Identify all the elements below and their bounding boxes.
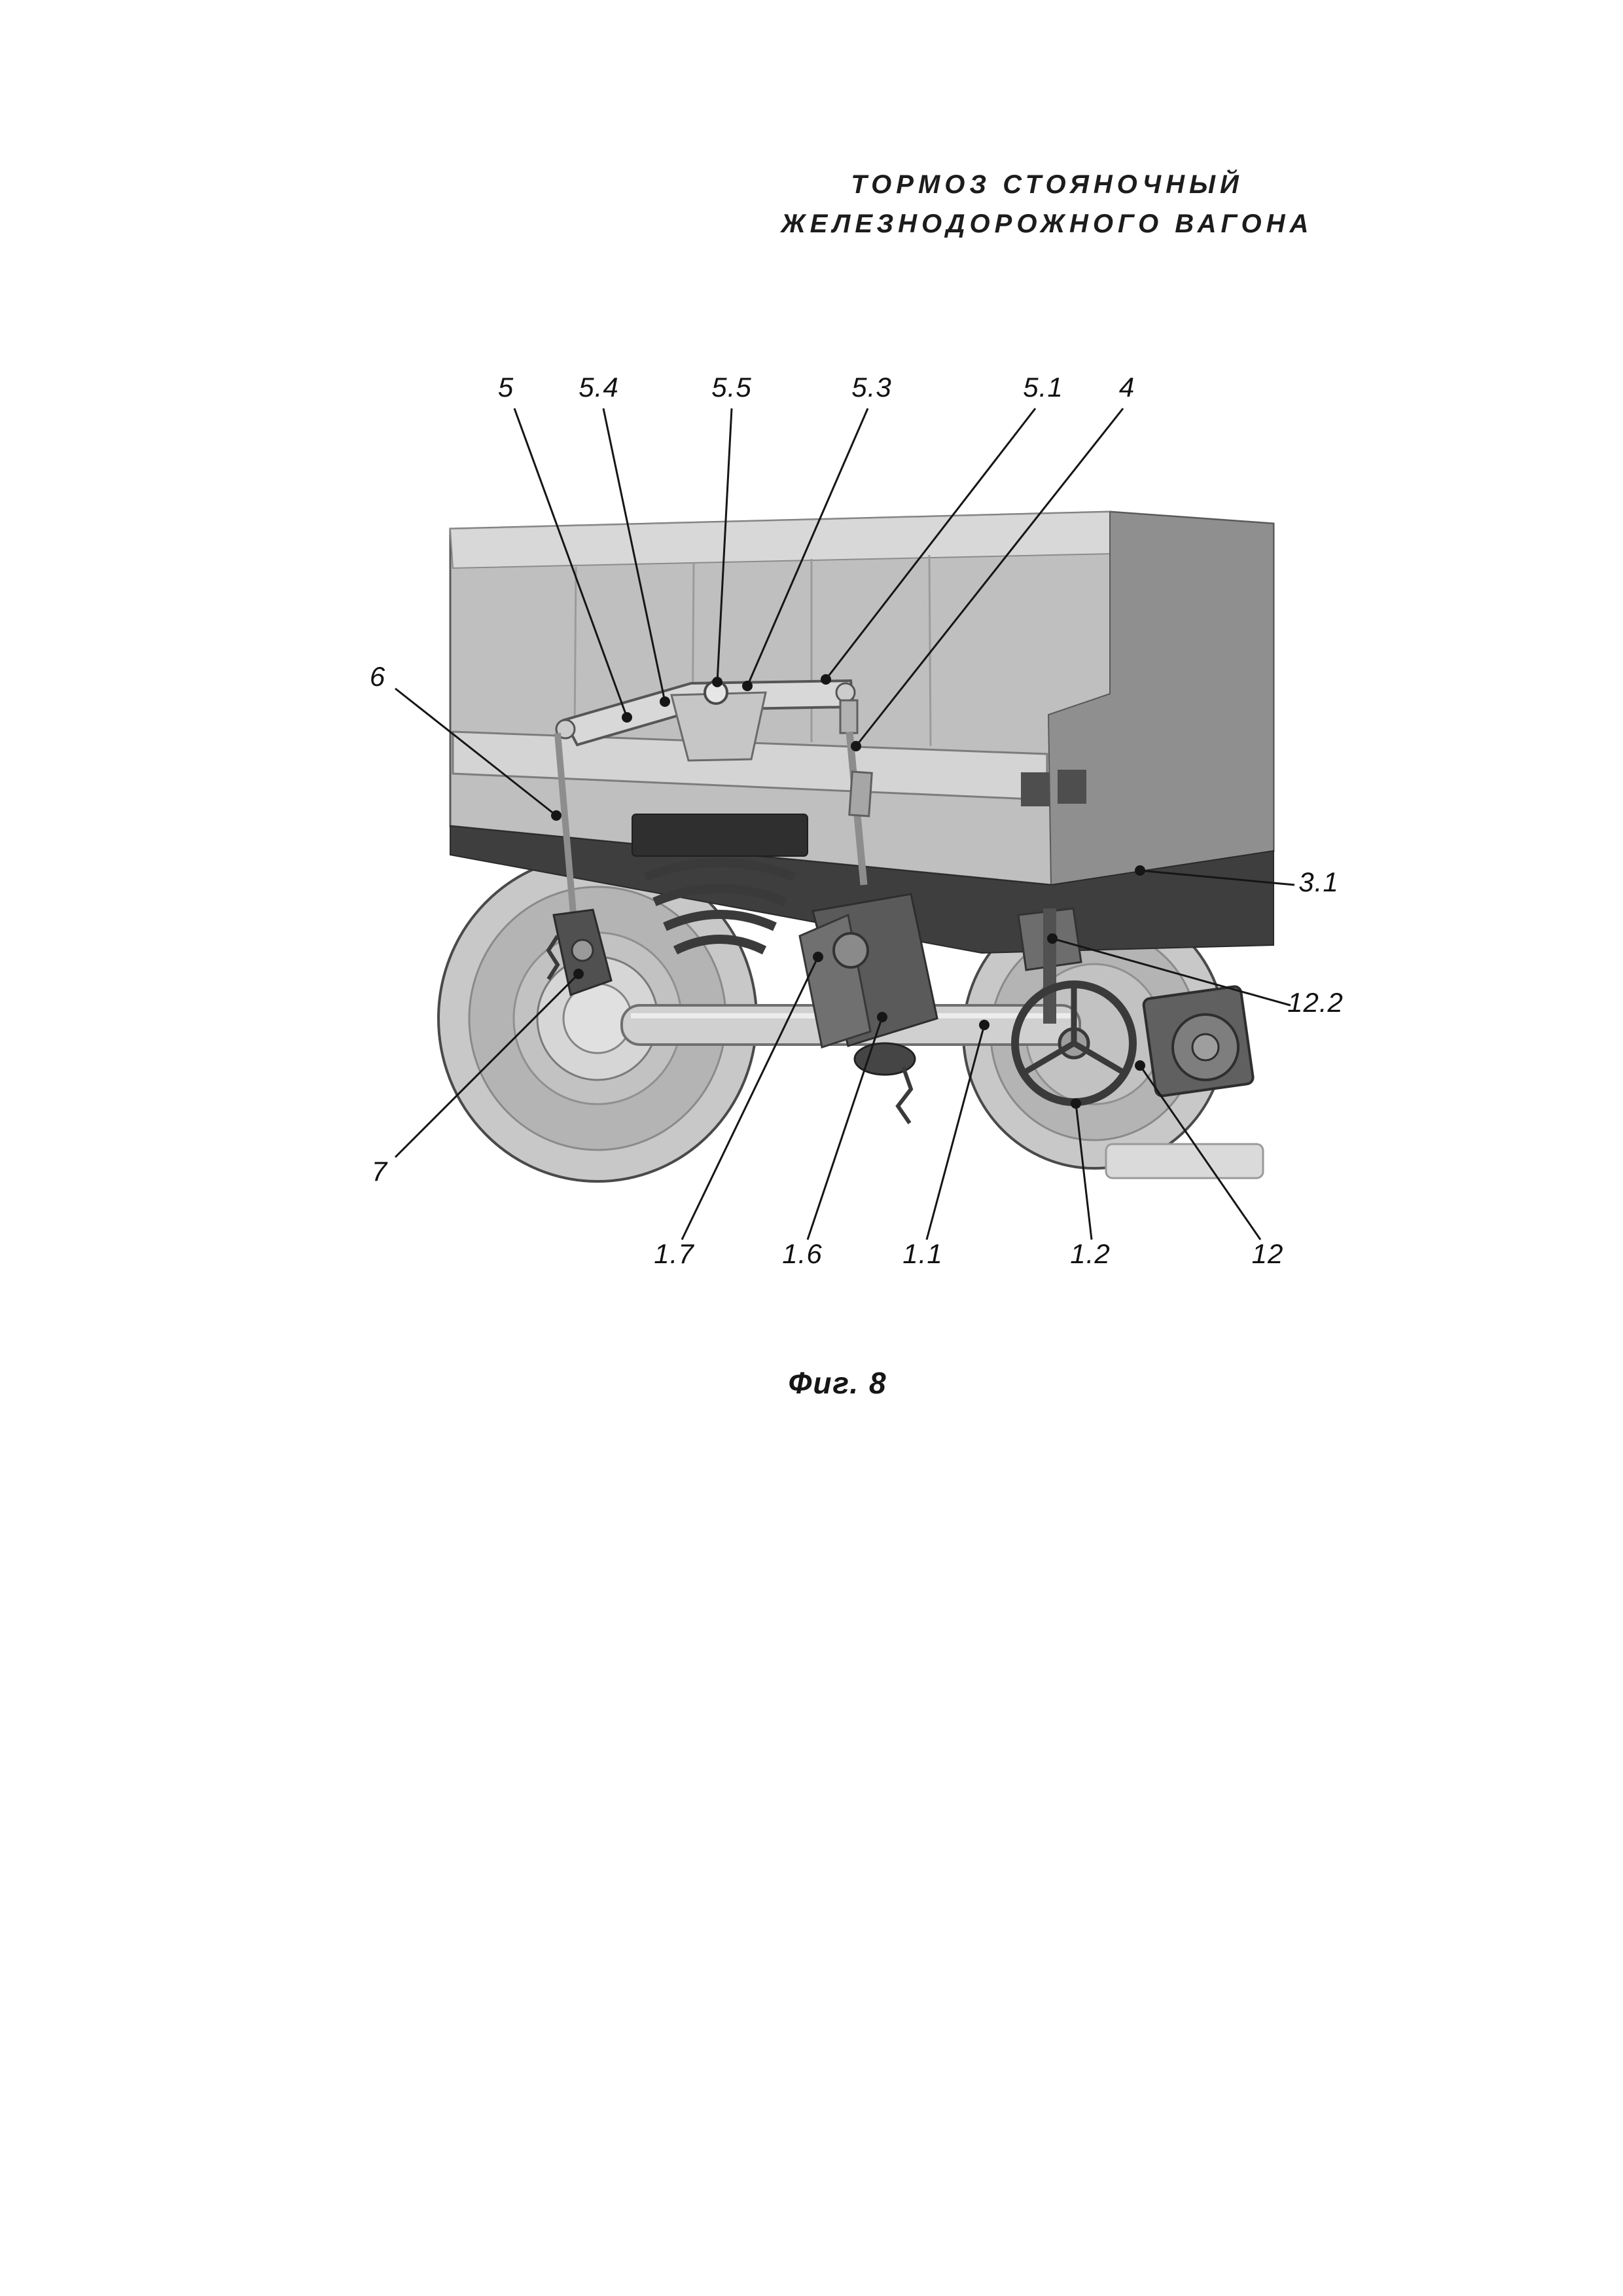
- rail: [1105, 1143, 1264, 1179]
- wagon-body: [449, 511, 1275, 954]
- leader-7: [394, 973, 580, 1158]
- left-brake-lever: [546, 908, 613, 996]
- document-title: ТОРМОЗ СТОЯНОЧНЫЙ ЖЕЛЕЗНОДОРОЖНОГО ВАГОН…: [589, 165, 1505, 243]
- ref-label-1-7: 1.7: [654, 1238, 694, 1269]
- ref-label-5-5: 5.5: [711, 372, 752, 403]
- document-title-line2: ЖЕЛЕЗНОДОРОЖНОГО ВАГОНА: [781, 209, 1313, 238]
- leader-5-4: [602, 408, 666, 702]
- brake-mechanism: [798, 893, 938, 1124]
- leader-1-6: [806, 1016, 883, 1240]
- leader-12-2: [1052, 937, 1291, 1007]
- ref-label-1-6: 1.6: [782, 1238, 823, 1269]
- figure-caption: Фиг. 8: [788, 1366, 887, 1400]
- leader-5-3: [746, 408, 869, 687]
- drive-unit: [1142, 985, 1255, 1098]
- leader-lines: [394, 408, 1295, 1240]
- ref-label-1-1: 1.1: [902, 1238, 943, 1269]
- leader-5-1: [825, 408, 1037, 680]
- leader-1-7: [681, 956, 819, 1240]
- ref-label-4: 4: [1118, 372, 1135, 403]
- leader-4: [855, 408, 1124, 747]
- leader-6: [395, 687, 557, 817]
- left-tie-rod: [554, 732, 577, 914]
- leaf-spring-suspension: [632, 814, 808, 955]
- ref-label-6: 6: [369, 661, 386, 692]
- ref-label-5: 5: [497, 372, 514, 403]
- leader-1-2: [1075, 1103, 1093, 1240]
- left-wheel: [437, 854, 758, 1183]
- ref-label-7: 7: [371, 1156, 388, 1187]
- document-title-line1: ТОРМОЗ СТОЯНОЧНЫЙ: [851, 170, 1243, 199]
- hanger-bracket: [670, 691, 767, 762]
- leader-3-1: [1139, 869, 1295, 886]
- ref-label-12: 12: [1251, 1238, 1284, 1269]
- brake-rigging: [554, 679, 873, 914]
- leader-12: [1139, 1065, 1262, 1240]
- ref-label-3-1: 3.1: [1298, 867, 1339, 897]
- ref-label-1-2: 1.2: [1070, 1238, 1111, 1269]
- ref-label-5-3: 5.3: [851, 372, 892, 403]
- leader-5-5: [716, 408, 733, 683]
- leader-1-1: [925, 1024, 986, 1240]
- ref-label-12-2: 12.2: [1287, 987, 1344, 1018]
- leader-5: [513, 408, 628, 718]
- ref-label-5-4: 5.4: [579, 372, 619, 403]
- ref-label-5-1: 5.1: [1023, 372, 1063, 403]
